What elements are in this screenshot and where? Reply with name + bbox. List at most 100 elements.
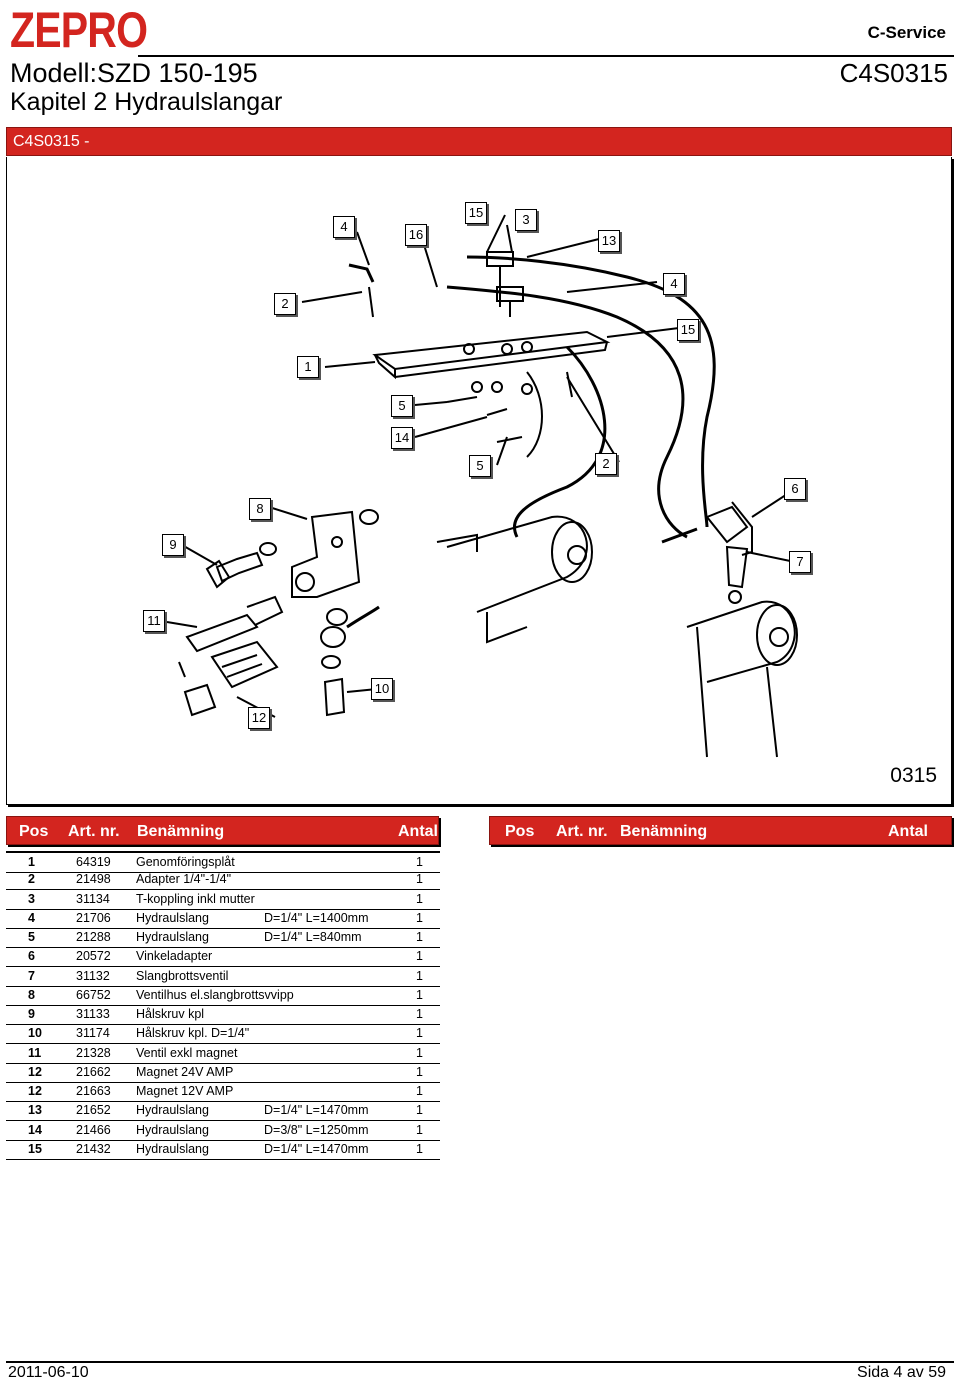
row-pos: 14 [28, 1123, 42, 1137]
row-quantity: 1 [416, 930, 423, 944]
callout-13: 13 [598, 230, 620, 252]
row-art-nr: 21432 [76, 1142, 111, 1156]
row-pos: 2 [28, 872, 35, 886]
row-pos: 5 [28, 930, 35, 944]
row-art-nr: 21288 [76, 930, 111, 944]
row-dimension: D=1/4" L=840mm [264, 930, 362, 944]
row-name: T-koppling inkl mutter [136, 892, 255, 906]
header-name-right: Benämning [620, 823, 708, 840]
callout-3: 3 [515, 209, 537, 231]
callout-8: 8 [249, 498, 271, 520]
row-art-nr: 20572 [76, 949, 111, 963]
exploded-diagram: 15 3 4 16 13 4 2 15 1 5 14 5 2 6 8 9 7 1… [6, 157, 952, 805]
row-pos: 4 [28, 911, 35, 925]
callout-6: 6 [784, 478, 806, 500]
callout-1: 1 [297, 356, 319, 378]
callout-9: 9 [162, 534, 184, 556]
row-quantity: 1 [416, 1046, 423, 1060]
row-pos: 11 [28, 1046, 42, 1060]
callout-16: 16 [405, 224, 427, 246]
row-quantity: 1 [416, 1103, 423, 1117]
row-art-nr: 31132 [76, 969, 110, 983]
row-pos: 9 [28, 1007, 35, 1021]
callout-10: 10 [371, 678, 393, 700]
row-art-nr: 21498 [76, 872, 111, 886]
callout-14: 14 [391, 427, 413, 449]
row-quantity: 1 [416, 911, 423, 925]
row-art-nr: 21652 [76, 1103, 111, 1117]
callout-15: 15 [465, 202, 487, 224]
row-art-nr: 31134 [76, 892, 110, 906]
row-name: Magnet 12V AMP [136, 1084, 234, 1098]
header-art: Art. nr. [68, 823, 120, 840]
row-pos: 6 [28, 949, 35, 963]
row-pos: 3 [28, 892, 35, 906]
table-row: 6 20572 Vinkeladapter 1 [6, 947, 440, 967]
table-row: 11 21328 Ventil exkl magnet 1 [6, 1044, 440, 1064]
service-label: C-Service [867, 23, 946, 42]
chapter-title: Kapitel 2 Hydraulslangar [10, 88, 283, 116]
row-quantity: 1 [416, 1065, 423, 1079]
row-name: Hydraulslang [136, 1142, 209, 1156]
row-art-nr: 31133 [76, 1007, 110, 1021]
table-row: 13 21652 Hydraulslang D=1/4" L=1470mm 1 [6, 1101, 440, 1121]
row-quantity: 1 [416, 872, 423, 886]
zepro-logo: ZEPRO [10, 2, 148, 58]
row-quantity: 1 [416, 1123, 423, 1137]
row-pos: 7 [28, 969, 35, 983]
row-name: Magnet 24V AMP [136, 1065, 234, 1079]
model-title: Modell:SZD 150-195 [10, 58, 258, 88]
footer-rule [6, 1361, 954, 1363]
header-qty-right: Antal [888, 823, 928, 840]
row-quantity: 1 [416, 1007, 423, 1021]
row-quantity: 1 [416, 855, 423, 869]
row-name: Adapter 1/4"-1/4" [136, 872, 232, 886]
callout-5b: 5 [469, 455, 491, 477]
row-name: Genomföringsplåt [136, 855, 235, 869]
row-pos: 10 [28, 1026, 42, 1040]
row-quantity: 1 [416, 988, 423, 1002]
parts-table-header-left: Pos Art. nr. Benämning Antal [6, 816, 439, 845]
row-name: Vinkeladapter [136, 949, 213, 963]
callout-15b: 15 [677, 319, 699, 341]
header-rule [138, 55, 954, 57]
row-dimension: D=3/8" L=1250mm [264, 1123, 369, 1137]
row-pos: 15 [28, 1142, 42, 1156]
header-art-right: Art. nr. [556, 823, 608, 840]
row-dimension: D=1/4" L=1400mm [264, 911, 369, 925]
row-art-nr: 21662 [76, 1065, 111, 1079]
row-art-nr: 66752 [76, 988, 111, 1002]
row-pos: 8 [28, 988, 35, 1002]
row-name: Slangbrottsventil [136, 969, 229, 983]
footer-page-number: Sida 4 av 59 [857, 1364, 946, 1381]
row-name: Ventilhus el.slangbrottsvvipp [136, 988, 294, 1002]
figure-code: 0315 [890, 764, 937, 787]
document-code: C4S0315 [839, 58, 948, 88]
callout-12: 12 [248, 707, 270, 729]
row-art-nr: 21663 [76, 1084, 111, 1098]
row-quantity: 1 [416, 949, 423, 963]
row-pos: 13 [28, 1103, 42, 1117]
table-row: 3 31134 T-koppling inkl mutter 1 [6, 890, 440, 910]
section-bar: C4S0315 - [6, 127, 952, 156]
callout-7: 7 [789, 551, 811, 573]
callout-4b: 4 [663, 273, 685, 295]
header-pos-right: Pos [505, 823, 535, 840]
row-quantity: 1 [416, 1084, 423, 1098]
row-name: Hydraulslang [136, 911, 209, 925]
row-name: Hydraulslang [136, 1103, 209, 1117]
row-quantity: 1 [416, 892, 423, 906]
callout-11: 11 [143, 610, 165, 632]
row-dimension: D=1/4" L=1470mm [264, 1103, 369, 1117]
row-name: Ventil exkl magnet [136, 1046, 238, 1060]
row-art-nr: 21328 [76, 1046, 111, 1060]
row-pos: 1 [28, 855, 35, 869]
callout-4: 4 [333, 216, 355, 238]
